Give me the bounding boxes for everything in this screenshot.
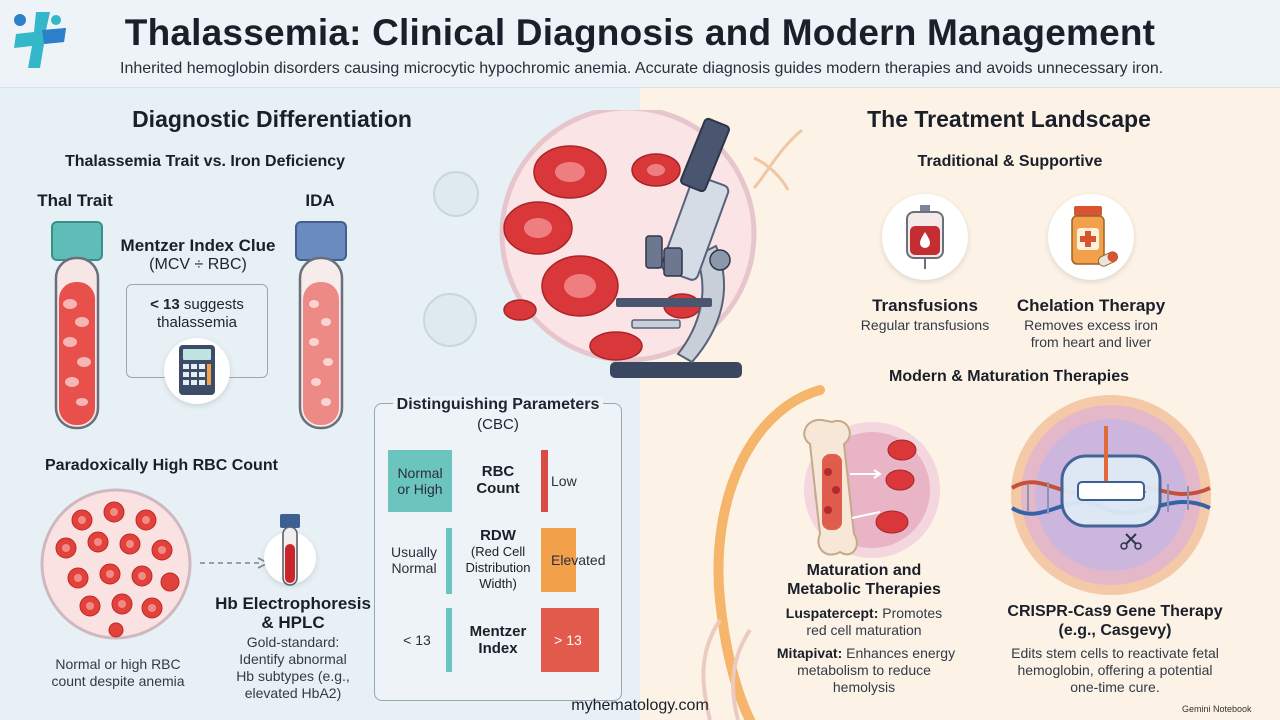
luspatercept-desc-b: red cell maturation bbox=[806, 622, 922, 638]
blood-bag-icon bbox=[906, 205, 944, 269]
rbc-count-thal-value: Normal or High bbox=[388, 465, 452, 497]
transfusions-desc: Regular transfusions bbox=[860, 317, 990, 333]
rbc-caption-line1: Normal or high RBC bbox=[55, 656, 181, 672]
luspatercept-desc-a: Promotes bbox=[882, 605, 943, 621]
rbc-heading: Paradoxically High RBC Count bbox=[45, 457, 278, 474]
electrophoresis-title-line2: & HPLC bbox=[261, 613, 325, 632]
microscope-blood-smear-illustration bbox=[423, 110, 757, 378]
mentzer-formula: (MCV ÷ RBC) bbox=[149, 256, 247, 273]
hplc-vial-icon bbox=[280, 514, 300, 586]
rbc-count-param-line1: RBC bbox=[481, 463, 515, 480]
page-title: Thalassemia: Clinical Diagnosis and Mode… bbox=[124, 12, 1156, 53]
electrophoresis-desc-line1: Gold-standard: bbox=[246, 634, 340, 650]
luspatercept-line: Luspatercept: Promotes bbox=[772, 605, 956, 622]
traditional-title: Traditional & Supportive bbox=[917, 153, 1103, 170]
crispr-desc-line1: Edits stem cells to reactivate fetal bbox=[1011, 645, 1219, 661]
crispr-title-line1: CRISPR-Cas9 Gene Therapy bbox=[1007, 603, 1223, 620]
mentzer-threshold-text: suggests bbox=[183, 296, 244, 313]
mentzer-ida-bar bbox=[541, 608, 599, 672]
rdw-param-line2: (Red Cell bbox=[470, 544, 526, 559]
notebook-watermark: Gemini Notebook bbox=[1182, 704, 1252, 714]
rdw-ida-value: Elevated bbox=[551, 552, 606, 568]
mentzer-threshold: < 13 bbox=[150, 296, 180, 313]
mentzer-param-line1: Mentzer bbox=[469, 623, 527, 640]
mentzer-param: Mentzer Index bbox=[460, 623, 536, 657]
ida-test-tube-icon bbox=[295, 221, 347, 430]
thal-trait-label: Thal Trait bbox=[37, 191, 113, 210]
chelation-desc-line1: Removes excess iron bbox=[1024, 317, 1158, 333]
chelation-desc-line2: from heart and liver bbox=[1030, 334, 1152, 350]
cbc-title: Distinguishing Parameters bbox=[374, 396, 622, 414]
maturation-title-line2: Metabolic Therapies bbox=[787, 581, 941, 598]
crispr-cell-illustration-icon bbox=[1010, 395, 1211, 595]
modern-title: Modern & Maturation Therapies bbox=[888, 368, 1130, 385]
mentzer-title: Mentzer Index Clue bbox=[120, 236, 276, 255]
electrophoresis-title-line1: Hb Electrophoresis bbox=[215, 594, 371, 613]
mitapivat-desc-b: metabolism to reduce bbox=[797, 662, 931, 678]
chelation-title: Chelation Therapy bbox=[1016, 296, 1166, 315]
crispr-desc-line2: hemoglobin, offering a potential bbox=[1017, 662, 1213, 678]
rdw-param: RDW (Red Cell Distribution Width) bbox=[458, 528, 538, 592]
rbc-count-param: RBC Count bbox=[460, 463, 536, 497]
mentzer-ida-value: > 13 bbox=[554, 632, 582, 648]
rdw-thal-line1: Usually bbox=[391, 544, 437, 560]
cbc-subtitle: (CBC) bbox=[477, 416, 519, 433]
rbc-caption-line2: count despite anemia bbox=[51, 673, 185, 689]
rdw-thal-value: Usually Normal bbox=[384, 544, 444, 576]
rdw-thal-bar bbox=[446, 528, 452, 594]
luspatercept-name: Luspatercept: bbox=[785, 605, 879, 621]
comparison-title: Thalassemia Trait vs. Iron Deficiency bbox=[64, 153, 346, 170]
dashed-arrow-icon bbox=[200, 557, 270, 569]
mentzer-thal-value: < 13 bbox=[403, 632, 431, 648]
rdw-param-line1: RDW bbox=[480, 527, 516, 544]
mitapivat-desc-a: Enhances energy bbox=[846, 645, 956, 661]
treatment-heading: The Treatment Landscape bbox=[867, 106, 1151, 132]
rdw-param-line4: Width) bbox=[479, 576, 517, 591]
mitapivat-desc-c: hemolysis bbox=[832, 679, 896, 695]
dna-strand-decoration-icon bbox=[701, 385, 825, 720]
mentzer-param-line2: Index bbox=[478, 640, 518, 657]
dna-helix-decoration-icon bbox=[752, 128, 803, 191]
electrophoresis-desc-line2: Identify abnormal bbox=[239, 651, 347, 667]
mentzer-thal-bar bbox=[446, 608, 452, 672]
rdw-ida-bar bbox=[541, 528, 576, 592]
cbc-title-text: Distinguishing Parameters bbox=[392, 396, 604, 413]
bone-marrow-illustration-icon bbox=[803, 418, 940, 558]
rbc-count-thal-line2: or High bbox=[397, 481, 443, 497]
transfusions-title: Transfusions bbox=[872, 296, 978, 315]
page-subtitle: Inherited hemoglobin disorders causing m… bbox=[120, 60, 1164, 77]
rdw-thal-line2: Normal bbox=[391, 560, 437, 576]
site-footer[interactable]: myhematology.com bbox=[571, 697, 709, 714]
medical-cross-logo-icon bbox=[14, 12, 66, 68]
mentzer-result: thalassemia bbox=[156, 314, 238, 331]
page-header: Thalassemia: Clinical Diagnosis and Mode… bbox=[0, 0, 1280, 88]
rbc-count-param-line2: Count bbox=[476, 480, 520, 497]
diagnostic-heading: Diagnostic Differentiation bbox=[132, 106, 412, 132]
mitapivat-name: Mitapivat: bbox=[776, 645, 843, 661]
crispr-desc-line3: one-time cure. bbox=[1070, 679, 1160, 695]
crispr-title-line2: (e.g., Casgevy) bbox=[1058, 622, 1172, 639]
rbc-count-thal-bar bbox=[388, 450, 452, 512]
rbc-count-ida-value: Low bbox=[551, 473, 577, 489]
rbc-count-ida-bar bbox=[541, 450, 548, 512]
electrophoresis-desc-line4: elevated HbA2) bbox=[244, 685, 342, 701]
maturation-title-line1: Maturation and bbox=[806, 562, 922, 579]
mentzer-threshold-line: < 13 suggests bbox=[126, 296, 268, 313]
electrophoresis-desc-line3: Hb subtypes (e.g., bbox=[236, 668, 350, 684]
ida-label: IDA bbox=[305, 191, 335, 210]
medicine-bottle-icon bbox=[1071, 206, 1119, 267]
calculator-icon bbox=[179, 345, 215, 395]
rbc-count-thal-line1: Normal bbox=[397, 465, 443, 481]
thal-trait-test-tube-icon bbox=[51, 221, 103, 430]
mitapivat-line: Mitapivat: Enhances energy bbox=[768, 645, 964, 662]
rbc-smear-circle-icon bbox=[40, 488, 192, 640]
rdw-param-line3: Distribution bbox=[465, 560, 531, 575]
